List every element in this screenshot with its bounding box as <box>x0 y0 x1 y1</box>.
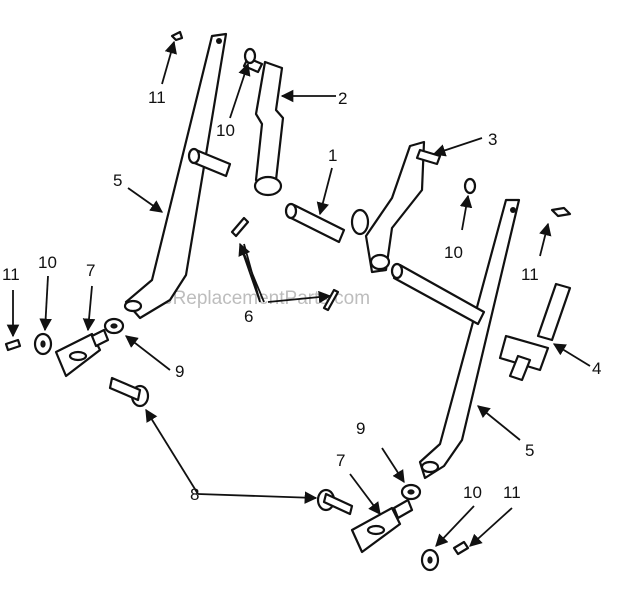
rod-part-1 <box>187 147 486 326</box>
callout-6: 6 <box>244 307 253 326</box>
callout-8: 8 <box>190 485 199 504</box>
washer-part-10 <box>33 47 477 572</box>
right-arm-part-5 <box>418 198 521 480</box>
callout-10-left: 10 <box>38 253 57 272</box>
bellcrank-part-2 <box>242 56 285 197</box>
callout-7-right: 7 <box>336 451 345 470</box>
leader-lines <box>6 40 591 547</box>
watermark-text: eReplacementParts.com <box>162 288 370 309</box>
clip-part-11 <box>4 30 572 556</box>
nut-part-9-right <box>400 483 422 501</box>
callout-11-left: 11 <box>2 265 20 284</box>
callout-9-left: 9 <box>175 362 184 381</box>
callout-5-left: 5 <box>113 171 122 190</box>
callout-7-left: 7 <box>86 261 95 280</box>
left-arm-part-5 <box>123 32 228 320</box>
adjuster-part-7-right <box>350 498 414 554</box>
callout-10-bottom: 10 <box>463 483 482 502</box>
callout-4: 4 <box>592 359 601 378</box>
callout-11-bottom: 11 <box>503 483 521 502</box>
tee-handle-part-4 <box>498 282 572 382</box>
callout-10-top: 10 <box>216 121 235 140</box>
callout-5-right: 5 <box>525 441 534 460</box>
callout-11-right: 11 <box>521 265 539 284</box>
callout-1: 1 <box>328 146 337 165</box>
nut-part-9-left <box>103 317 125 335</box>
bellcrank-part-3 <box>350 140 442 274</box>
callout-11-top-left: 11 <box>148 88 166 107</box>
bolt-part-8-right <box>316 488 354 516</box>
bolt-part-8-left <box>108 376 150 408</box>
callout-3: 3 <box>488 130 497 149</box>
callout-2: 2 <box>338 89 347 108</box>
callout-9-right: 9 <box>356 419 365 438</box>
callout-10-right: 10 <box>444 243 463 262</box>
adjuster-part-7-left <box>54 328 110 378</box>
